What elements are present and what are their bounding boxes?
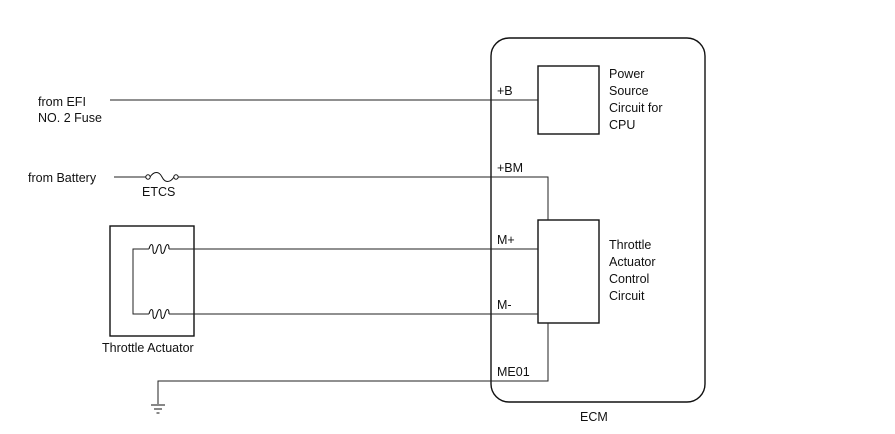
terminal-m-minus-label: M- xyxy=(497,298,512,312)
terminal-m-plus-label: M+ xyxy=(497,233,515,247)
efi-source-label-1: from EFI xyxy=(38,95,86,109)
power-circuit-label-2: Source xyxy=(609,84,649,98)
motor-coil-upper-icon xyxy=(148,243,170,255)
power-circuit-label-3: Circuit for xyxy=(609,101,662,115)
terminal-bm-label: +BM xyxy=(497,161,523,175)
throttle-actuator-label: Throttle Actuator xyxy=(102,341,194,355)
terminal-me01-label: ME01 xyxy=(497,365,530,379)
wire-me01-ground xyxy=(157,323,549,404)
ground-icon xyxy=(151,404,165,414)
battery-source-label: from Battery xyxy=(28,171,97,185)
motor-coil-lower-icon xyxy=(148,308,170,320)
wire-fuse-to-bm xyxy=(178,176,549,220)
throttle-actuator-box xyxy=(109,225,195,337)
throttle-circuit-label-4: Circuit xyxy=(609,289,645,303)
terminal-b-label: +B xyxy=(497,84,513,98)
throttle-control-circuit-box xyxy=(537,219,600,324)
fuse-icon xyxy=(145,172,179,182)
power-circuit-label-4: CPU xyxy=(609,118,635,132)
throttle-circuit-label-1: Throttle xyxy=(609,238,651,252)
wire-coil-link xyxy=(132,248,149,315)
throttle-circuit-label-2: Actuator xyxy=(609,255,656,269)
power-source-circuit-box xyxy=(537,65,600,135)
ecm-label: ECM xyxy=(580,410,608,424)
fuse-etcs-label: ETCS xyxy=(142,185,175,199)
throttle-circuit-label-3: Control xyxy=(609,272,649,286)
power-circuit-label-1: Power xyxy=(609,67,644,81)
efi-source-label-2: NO. 2 Fuse xyxy=(38,111,102,125)
